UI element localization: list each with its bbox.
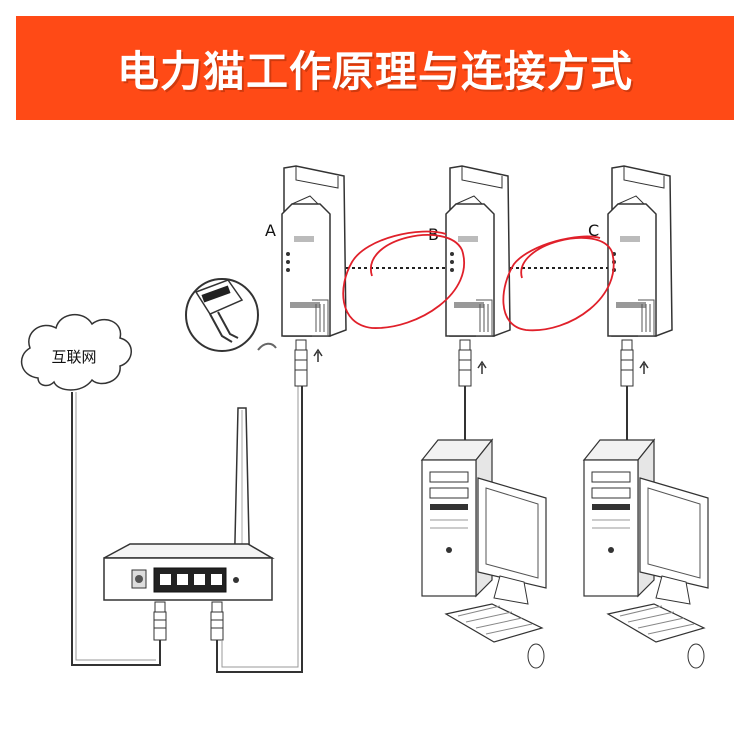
ethernet-plug-icon xyxy=(210,601,224,641)
adapter-a-label: A xyxy=(265,221,276,240)
computer-1 xyxy=(420,438,547,669)
cable-internet xyxy=(71,392,161,666)
keyboard-icon xyxy=(606,603,706,643)
plug-detail-inset xyxy=(185,278,259,352)
ethernet-plug-icon xyxy=(458,339,487,387)
adapter-c-label: C xyxy=(588,221,599,240)
mouse-icon xyxy=(527,643,545,669)
router-icon xyxy=(103,407,275,601)
curved-arrow-icon xyxy=(257,342,277,351)
antenna-icon xyxy=(233,407,251,585)
annotation-circle-bc xyxy=(502,235,615,332)
ethernet-plug-icon xyxy=(153,601,167,641)
page-title: 电力猫工作原理与连接方式 xyxy=(116,46,633,96)
cloud-icon: 互联网 xyxy=(20,314,132,391)
ethernet-plug-icon xyxy=(294,339,323,387)
cloud-label: 互联网 xyxy=(51,348,96,366)
mouse-icon xyxy=(687,643,705,669)
keyboard-icon xyxy=(444,603,544,643)
title-banner: 电力猫工作原理与连接方式 xyxy=(16,16,734,120)
monitor-icon xyxy=(639,477,709,605)
powerline-adapter-b: B xyxy=(428,165,511,337)
powerline-adapter-icon xyxy=(607,195,657,337)
powerline-adapter-icon xyxy=(445,195,495,337)
ethernet-plug-icon xyxy=(620,339,649,387)
computer-2 xyxy=(582,438,709,669)
cable-router-adapter xyxy=(216,386,303,673)
monitor-icon xyxy=(477,477,547,605)
annotation-circle-ab xyxy=(342,230,465,329)
powerline-adapter-c: C xyxy=(588,165,673,337)
desktop-computer-icon xyxy=(420,438,494,598)
powerline-adapter-icon xyxy=(281,195,331,337)
powerline-adapter-a: A xyxy=(265,165,347,337)
